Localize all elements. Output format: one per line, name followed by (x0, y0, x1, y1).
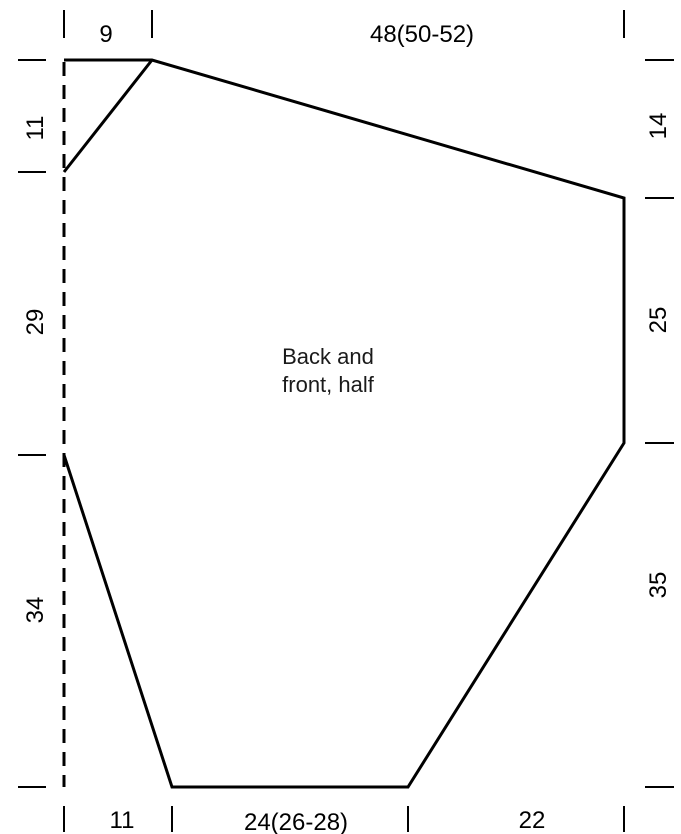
dim-bottom-middle: 24(26-28) (244, 809, 348, 834)
dim-bottom-right: 22 (519, 807, 546, 834)
right-ticks (645, 59, 674, 788)
dim-top-right: 48(50-52) (370, 21, 474, 48)
piece-label-line2: front, half (282, 372, 375, 397)
dim-bottom-left: 11 (110, 807, 135, 834)
dim-left-bottom: 34 (22, 597, 49, 624)
dim-right-bottom: 35 (645, 572, 672, 599)
dim-top-left: 9 (99, 21, 112, 48)
dim-right-top: 14 (645, 113, 672, 140)
left-ticks (18, 59, 46, 788)
top-ticks (63, 10, 625, 38)
dim-left-top: 11 (22, 116, 49, 141)
dim-left-middle: 29 (22, 309, 49, 336)
piece-label-line1: Back and (282, 344, 374, 369)
garment-outline (62, 58, 626, 789)
dim-right-middle: 25 (645, 307, 672, 334)
neck-edge (62, 59, 154, 173)
bottom-ticks (63, 806, 625, 832)
